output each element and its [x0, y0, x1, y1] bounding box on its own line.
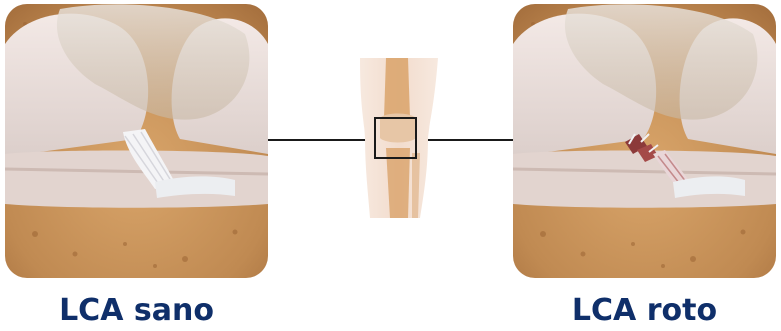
healthy-acl-illustration — [5, 4, 268, 278]
torn-knee-icon — [513, 4, 776, 278]
zoom-marker-icon — [374, 117, 417, 159]
healthy-knee-icon — [5, 4, 268, 278]
torn-acl-label: LCA roto — [513, 293, 776, 328]
torn-acl-illustration — [513, 4, 776, 278]
healthy-acl-label: LCA sano — [5, 293, 268, 328]
